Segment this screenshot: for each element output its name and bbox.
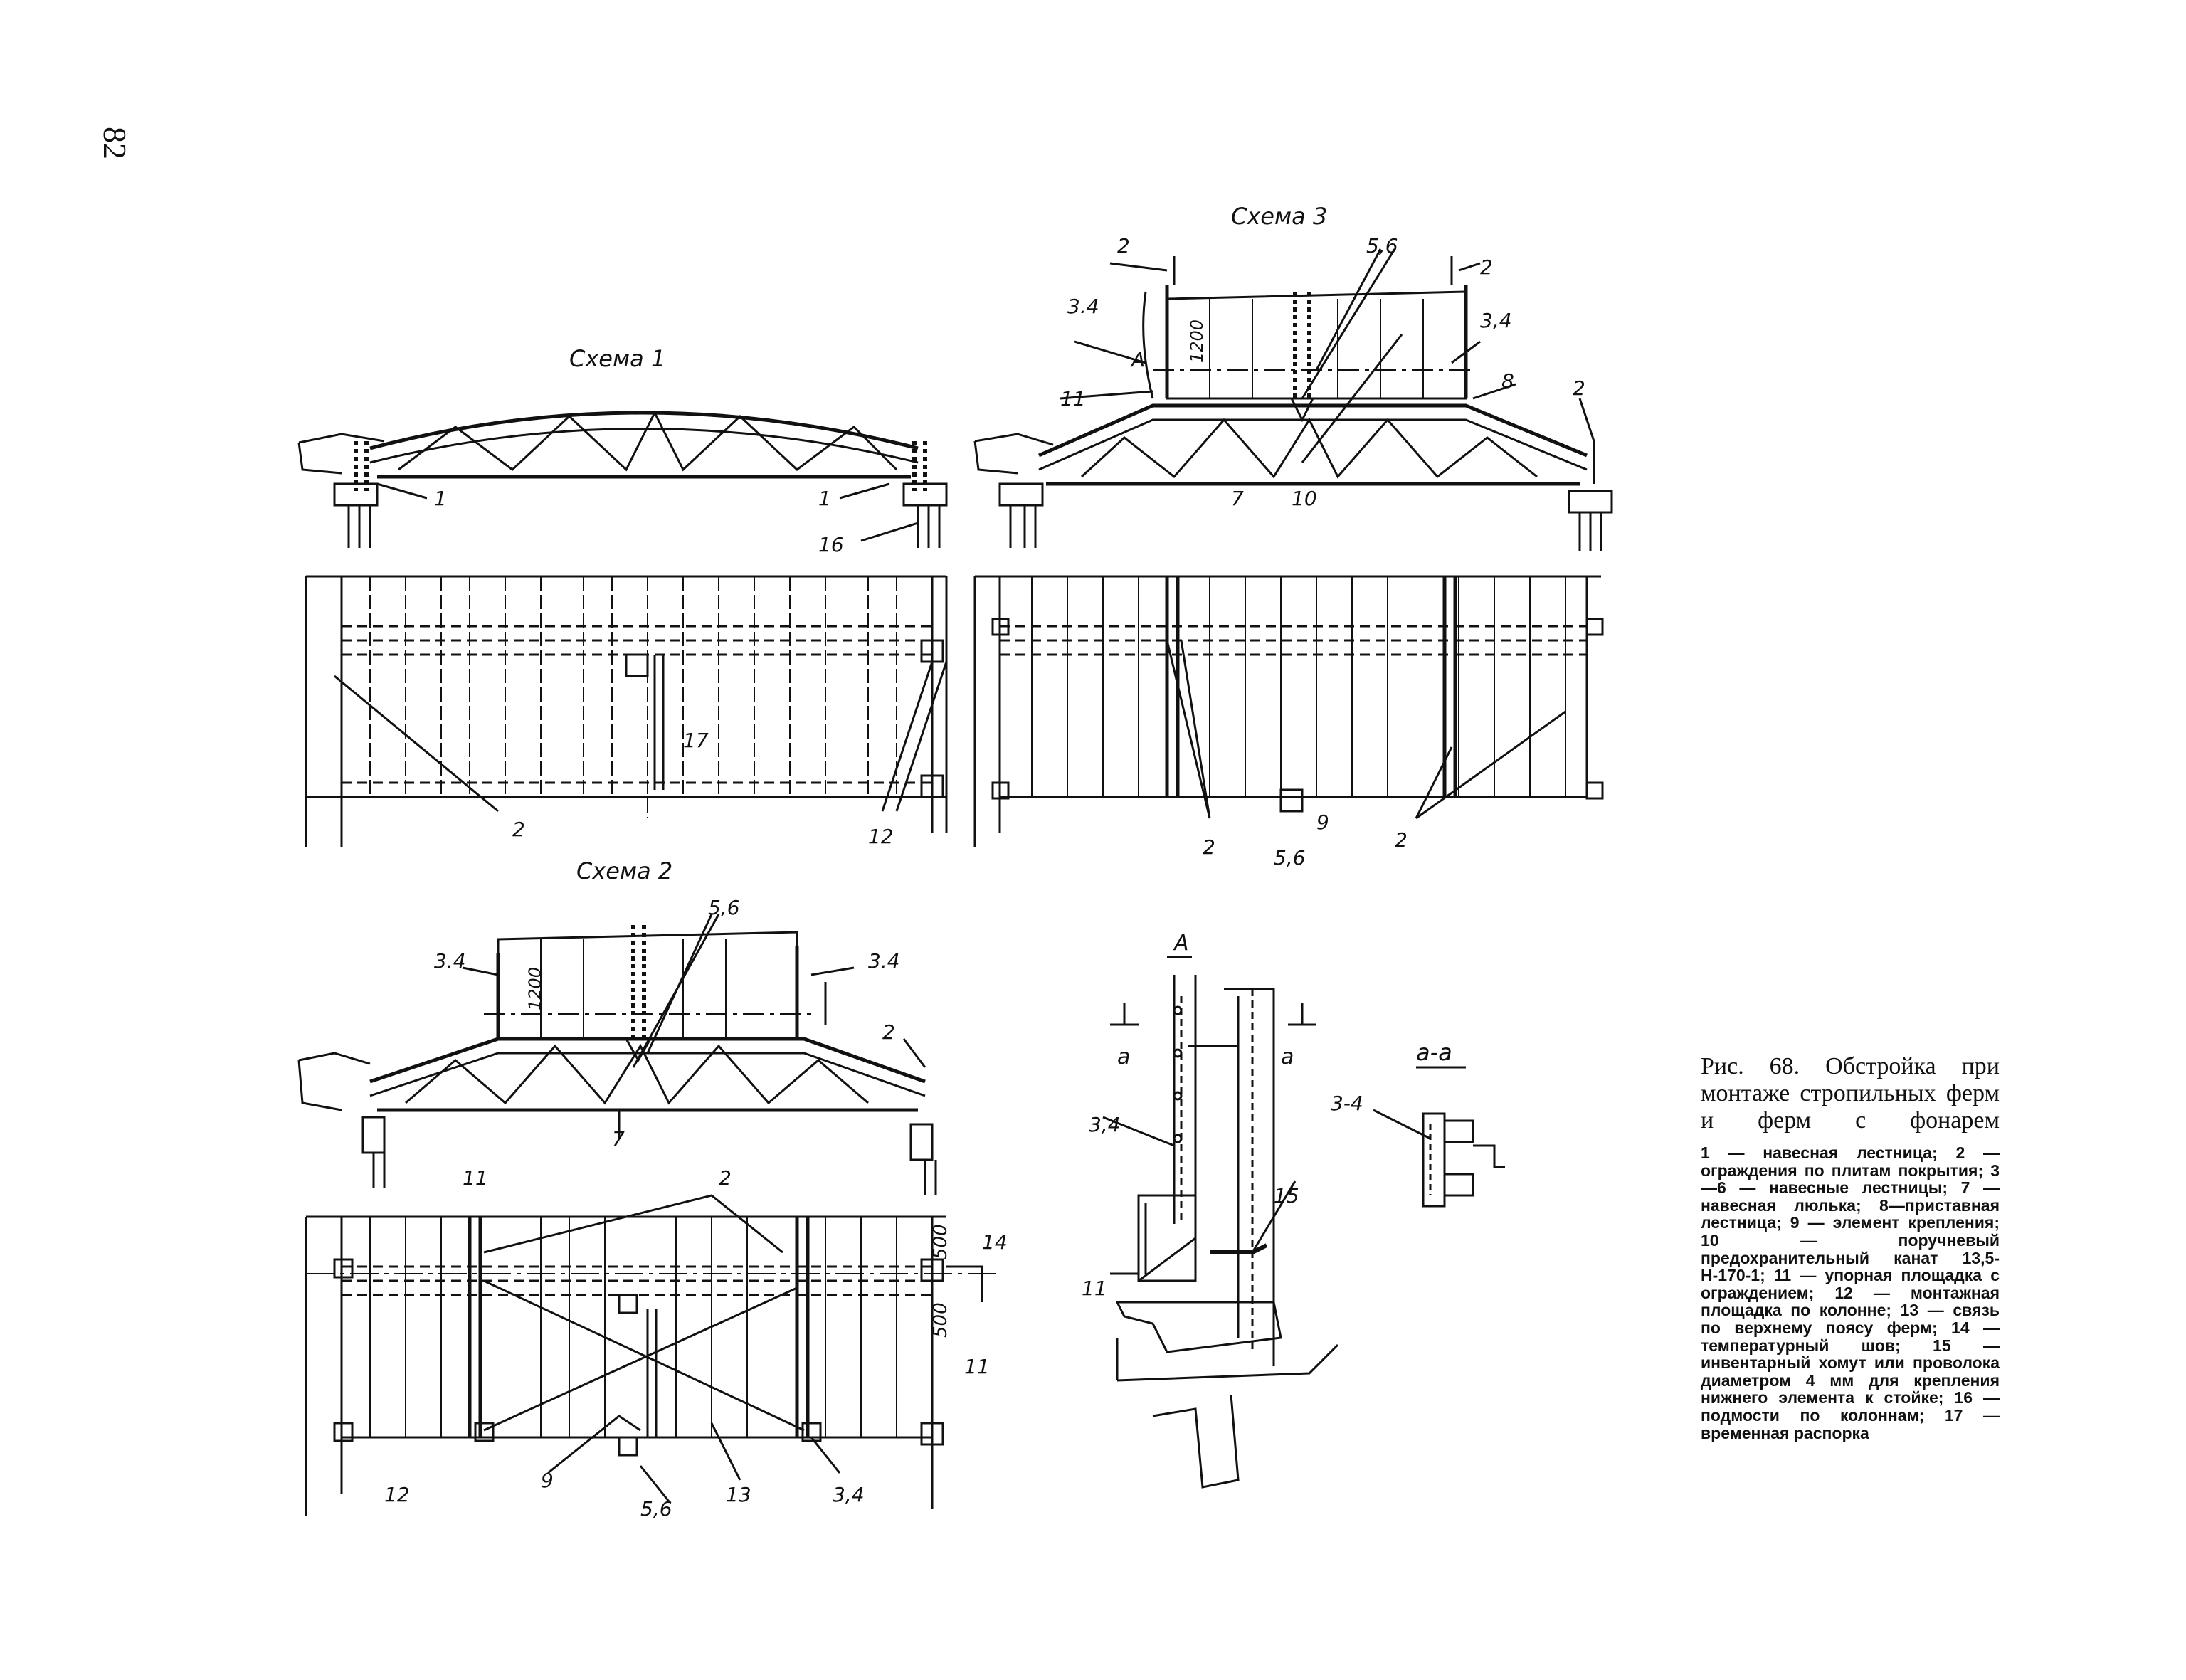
- scheme-1-truss: [297, 410, 948, 548]
- figure-caption: Рис. 68. Обстройка при монтаже стропильн…: [1701, 1053, 2000, 1442]
- label-2-top-right: 2: [1480, 255, 1493, 279]
- label-2-plan: 2: [719, 1166, 732, 1190]
- label-1-left: 1: [434, 487, 447, 510]
- section-a-a-label-3-4: 3-4: [1331, 1092, 1363, 1115]
- label-10: 10: [1292, 487, 1317, 510]
- label-12: 12: [384, 1483, 410, 1506]
- detail-A-title: А: [1173, 931, 1189, 956]
- label-1200: 1200: [525, 967, 545, 1010]
- label-3-4-left: 3.4: [1067, 295, 1099, 318]
- label-3-4-right: 3,4: [1480, 309, 1512, 332]
- scheme-3: Схема 3: [973, 203, 1613, 870]
- label-2-right: 2: [1573, 376, 1585, 400]
- label-3-4-right: 3.4: [868, 949, 900, 973]
- label-500-bottom: 500: [930, 1302, 951, 1338]
- label-17: 17: [683, 729, 709, 752]
- label-5-6-plan: 5,6: [640, 1497, 672, 1521]
- detail-A-label-a-left: а: [1117, 1045, 1130, 1069]
- scheme-1-plan: [305, 575, 948, 847]
- scheme-2-truss: [297, 914, 937, 1195]
- scheme-2-plan: [305, 1194, 996, 1516]
- label-11-top: 11: [463, 1166, 488, 1190]
- label-1200: 1200: [1187, 319, 1207, 363]
- section-a-a-title: а-а: [1416, 1039, 1452, 1066]
- label-3-4-plan: 3,4: [833, 1483, 865, 1506]
- label-2-plan-right: 2: [1395, 828, 1408, 852]
- label-11: 11: [1060, 387, 1086, 411]
- label-9: 9: [1316, 810, 1329, 834]
- scheme-3-title: Схема 3: [1231, 203, 1327, 230]
- label-5-6-plan: 5,6: [1274, 846, 1306, 870]
- label-5-6: 5,6: [1366, 234, 1398, 258]
- detail-A-label-3-4: 3,4: [1089, 1113, 1121, 1136]
- label-7: 7: [1231, 487, 1244, 510]
- figure-legend: 1 — навесная лестница; 2 — ограждения по…: [1701, 1143, 2000, 1442]
- scheme-3-truss: [973, 248, 1613, 551]
- label-500-top: 500: [930, 1224, 951, 1259]
- figure-title: Рис. 68. Обстройка при монтаже стропильн…: [1701, 1053, 2000, 1134]
- section-a-a: а-а: [1373, 1039, 1505, 1208]
- label-A: А: [1130, 348, 1145, 371]
- label-9: 9: [541, 1469, 554, 1492]
- detail-A-label-11: 11: [1082, 1277, 1107, 1300]
- label-2-plan-left: 2: [1203, 835, 1215, 859]
- label-14: 14: [982, 1230, 1008, 1254]
- label-3-4-left: 3.4: [434, 949, 466, 973]
- detail-A-label-15: 15: [1274, 1184, 1299, 1208]
- label-7: 7: [612, 1127, 625, 1151]
- scheme-3-plan: [973, 575, 1604, 847]
- label-13: 13: [726, 1483, 751, 1506]
- scheme-1-title: Схема 1: [569, 345, 665, 372]
- scheme-1: Схема 1 1 1 16: [297, 345, 948, 848]
- label-1-right: 1: [818, 487, 831, 510]
- label-5-6: 5,6: [708, 896, 740, 919]
- scheme-2: Схема 2 5,6 3.4 3.4 1200 2: [297, 857, 1008, 1521]
- label-2-top-left: 2: [1117, 234, 1130, 258]
- label-8: 8: [1501, 369, 1514, 393]
- label-11-right: 11: [964, 1355, 990, 1378]
- label-16: 16: [818, 533, 844, 556]
- scheme-2-title: Схема 2: [576, 857, 672, 884]
- label-12: 12: [868, 825, 894, 848]
- label-2: 2: [512, 818, 525, 841]
- detail-A-label-a-right: а: [1281, 1045, 1294, 1069]
- label-2: 2: [882, 1020, 895, 1044]
- detail-A: А: [1102, 931, 1339, 1489]
